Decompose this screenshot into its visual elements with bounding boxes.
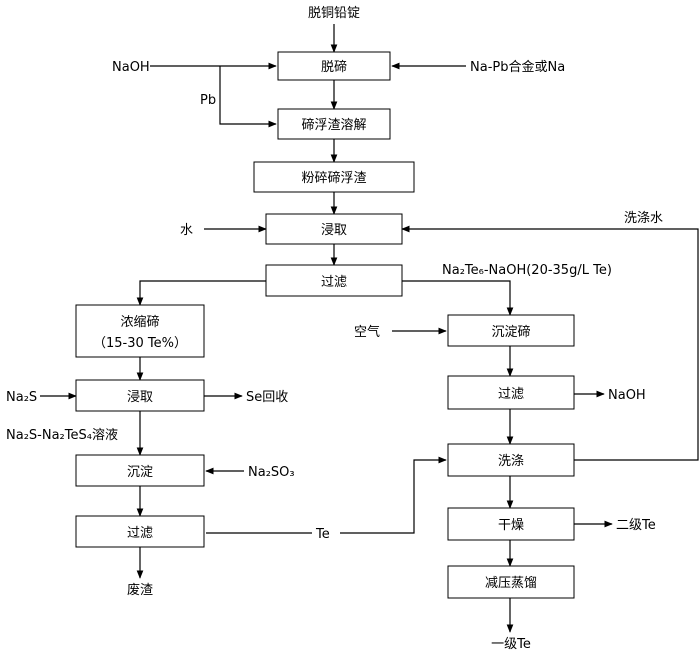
process-boxes: 脱碲 碲浮渣溶解 粉碎碲浮渣 浸取 过滤 浓缩碲 （15-30 Te%） 浸取 <box>75 51 575 599</box>
box-dissolve-scum-label: 碲浮渣溶解 <box>301 117 366 133</box>
box-dry: 干燥 <box>447 507 575 541</box>
box-precipitate-left: 沉淀 <box>75 454 205 487</box>
label-naoh-in: NaOH <box>112 60 150 75</box>
stream-labels: 脱铜铅锭 NaOH Na-Pb合金或Na Pb 水 洗涤水 Na₂Te₆-NaO… <box>6 6 663 652</box>
box-concentrate-line1: 浓缩碲 <box>120 314 159 330</box>
arrow-filter-to-precipitate-te <box>402 280 514 316</box>
box-vacuum-distill: 减压蒸馏 <box>447 565 575 599</box>
label-naoh-out: NaOH <box>608 388 646 403</box>
label-wash-water: 洗涤水 <box>624 211 663 226</box>
arrow-filter-to-concentrate <box>136 280 266 306</box>
label-na2s-solution: Na₂S-Na₂TeS₄溶液 <box>6 428 118 443</box>
arrow-pb-to-dissolve <box>219 66 277 128</box>
box-filter-right: 过滤 <box>447 375 575 410</box>
box-crush-scum-label: 粉碎碲浮渣 <box>301 170 366 186</box>
box-wash: 洗涤 <box>447 443 575 477</box>
box-concentrate: 浓缩碲 （15-30 Te%） <box>75 304 205 358</box>
label-grade1-te: 一级Te <box>491 637 531 652</box>
box-leach-left-label: 浸取 <box>127 390 153 405</box>
label-feed-top: 脱铜铅锭 <box>308 6 360 21</box>
box-concentrate-line2: （15-30 Te%） <box>93 336 187 351</box>
box-filter-left: 过滤 <box>75 515 205 548</box>
box-filter-main-label: 过滤 <box>321 275 347 290</box>
label-water: 水 <box>180 223 193 238</box>
box-leach-main-label: 浸取 <box>321 223 347 238</box>
box-wash-label: 洗涤 <box>498 454 524 469</box>
label-air: 空气 <box>354 324 380 340</box>
label-te: Te <box>315 527 330 542</box>
box-detellurize: 脱碲 <box>277 51 391 81</box>
box-filter-main: 过滤 <box>265 264 403 297</box>
label-pb: Pb <box>200 93 216 108</box>
label-na-pb-alloy: Na-Pb合金或Na <box>470 59 565 75</box>
box-dissolve-scum: 碲浮渣溶解 <box>277 108 391 140</box>
label-grade2-te: 二级Te <box>616 518 656 533</box>
label-na2te6-solution: Na₂Te₆-NaOH(20-35g/L Te) <box>442 263 612 278</box>
flow-connectors <box>40 24 699 633</box>
box-precipitate-te: 沉淀碲 <box>447 314 575 347</box>
box-filter-right-label: 过滤 <box>498 387 524 402</box>
box-precipitate-left-label: 沉淀 <box>127 465 153 480</box>
box-filter-left-label: 过滤 <box>127 526 153 541</box>
box-crush-scum: 粉碎碲浮渣 <box>253 161 415 193</box>
box-leach-left: 浸取 <box>75 379 205 412</box>
arrow-te-to-wash <box>340 456 447 534</box>
label-na2so3: Na₂SO₃ <box>248 465 295 480</box>
label-waste-residue: 废渣 <box>127 582 153 598</box>
box-dry-label: 干燥 <box>498 518 524 533</box>
box-vacuum-distill-label: 减压蒸馏 <box>485 576 537 591</box>
box-precipitate-te-label: 沉淀碲 <box>491 324 530 340</box>
arrow-wash-water-recycle <box>401 225 699 461</box>
label-na2s: Na₂S <box>6 390 37 405</box>
label-se-recovery: Se回收 <box>246 390 288 405</box>
box-leach-main: 浸取 <box>265 213 403 245</box>
box-detellurize-label: 脱碲 <box>321 59 347 75</box>
